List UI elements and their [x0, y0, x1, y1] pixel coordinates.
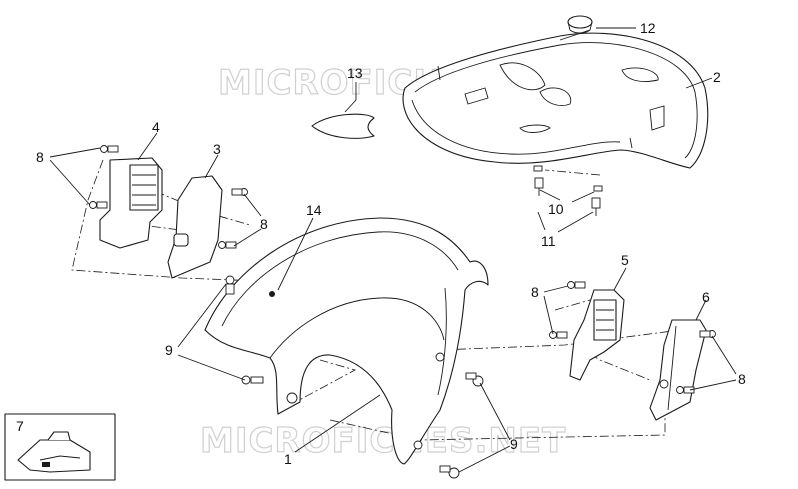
- callout-11: 11: [541, 233, 556, 249]
- callout-4: 4: [152, 119, 160, 135]
- part-10-11-screws: [533, 165, 603, 216]
- part-3-left-panel: [167, 175, 223, 279]
- callout-14: 14: [306, 202, 322, 218]
- part-6-right-panel: [649, 319, 707, 421]
- callout-12: 12: [640, 20, 656, 36]
- watermark-bottom: MICROFICHES.NET: [200, 421, 566, 461]
- part-8-9-screws: [89, 145, 716, 479]
- callout-2: 2: [713, 69, 721, 85]
- callout-9-right: 9: [510, 436, 518, 452]
- part-7-inset: [4, 413, 116, 481]
- callout-7: 7: [16, 418, 24, 434]
- part-2-upper-cover: [402, 29, 709, 169]
- part-5-right-bracket: [569, 289, 625, 381]
- callout-9-left: 9: [165, 342, 173, 358]
- part-12-grommet: [567, 15, 593, 34]
- part-14-front-mudguard: [204, 217, 489, 465]
- callout-8-right: 8: [531, 284, 539, 300]
- callout-13: 13: [347, 65, 363, 81]
- callout-1: 1: [284, 451, 292, 467]
- callout-6: 6: [702, 289, 710, 305]
- callout-8-far-right: 8: [738, 371, 746, 387]
- callouts: 12 2 13 10 11 8 4 3 8 14 9 9 1 8 5 6 8 7: [16, 20, 746, 467]
- callout-5: 5: [621, 252, 629, 268]
- callout-10: 10: [548, 201, 564, 217]
- leader-lines: [49, 27, 737, 473]
- part-13-foam-pad: [311, 113, 375, 139]
- callout-8-left: 8: [36, 149, 44, 165]
- part-4-left-bracket: [99, 157, 163, 249]
- callout-8-mid: 8: [260, 216, 268, 232]
- callout-3: 3: [213, 141, 221, 157]
